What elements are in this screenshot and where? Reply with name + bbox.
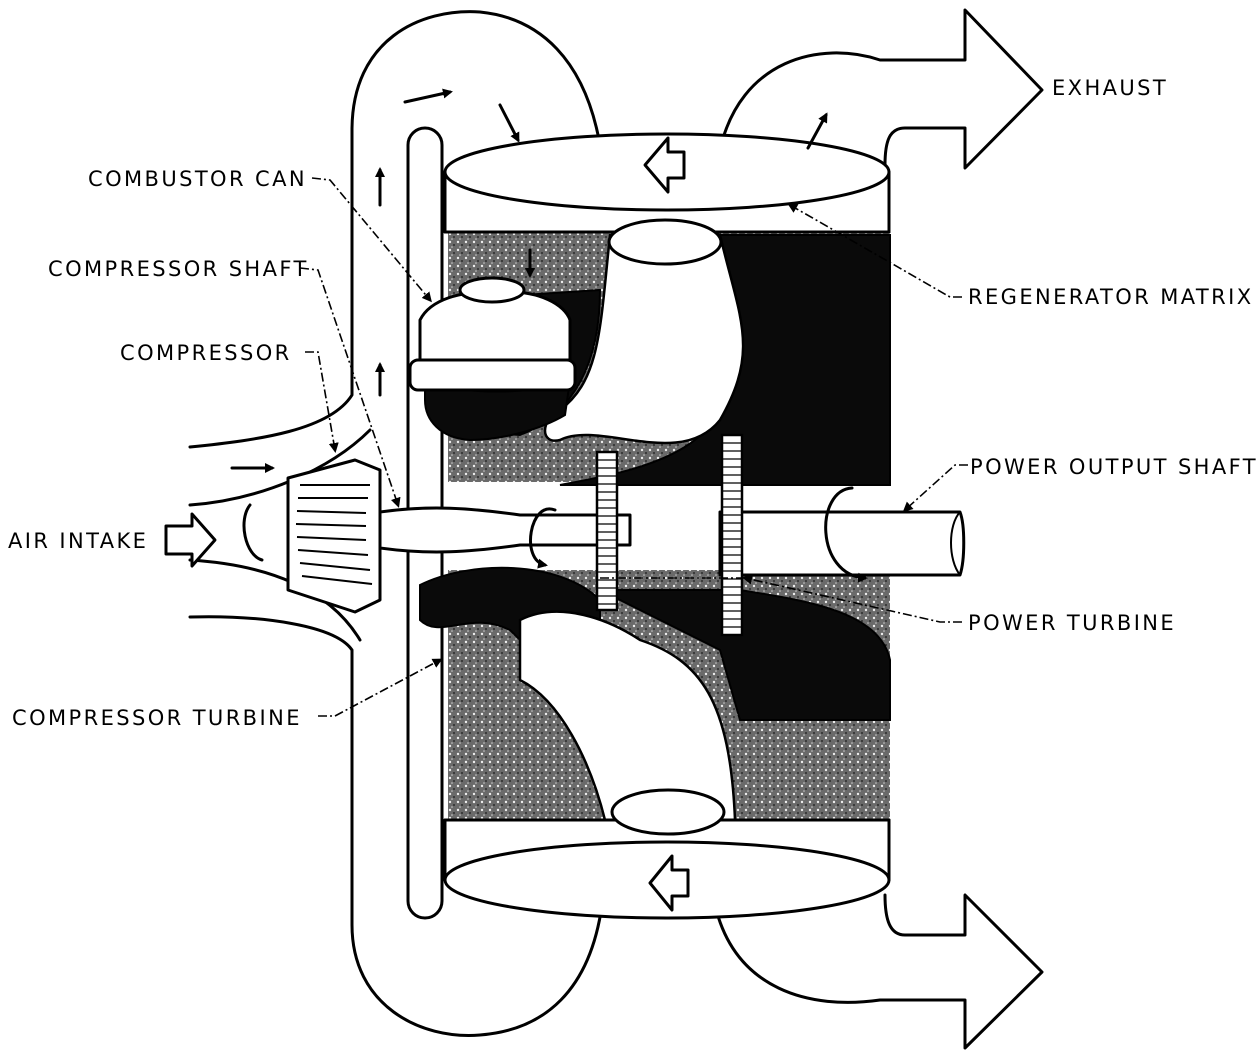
label-compressor-shaft: COMPRESSOR SHAFT xyxy=(48,257,309,281)
label-power-turbine: POWER TURBINE xyxy=(968,611,1176,635)
flow-arrow-top-2 xyxy=(500,105,518,140)
upper-core-ellipse xyxy=(609,220,721,264)
leader-power-output-shaft xyxy=(905,465,968,510)
power-turbine-wheel xyxy=(722,435,742,635)
compressor-shaft xyxy=(380,508,630,552)
compressor-turbine-wheel xyxy=(597,452,617,610)
label-air-intake: AIR INTAKE xyxy=(8,529,148,553)
leader-compressor xyxy=(305,352,335,450)
label-regenerator-matrix: REGENERATOR MATRIX xyxy=(968,285,1254,309)
label-exhaust: EXHAUST xyxy=(1052,76,1168,100)
compressor xyxy=(288,460,380,612)
label-compressor-turbine: COMPRESSOR TURBINE xyxy=(12,706,302,730)
flow-arrow-top-1 xyxy=(405,92,450,102)
exhaust-duct-bottom xyxy=(715,895,1042,1048)
lower-core-ellipse xyxy=(612,790,724,834)
label-combustor-can: COMBUSTOR CAN xyxy=(88,167,307,191)
label-compressor: COMPRESSOR xyxy=(120,341,292,365)
regenerator-matrix-lower xyxy=(420,568,890,820)
air-intake-arrow xyxy=(166,514,215,566)
power-output-shaft xyxy=(720,512,964,575)
label-power-output-shaft: POWER OUTPUT SHAFT xyxy=(970,455,1256,479)
rotation-arrow-intake xyxy=(244,505,262,560)
